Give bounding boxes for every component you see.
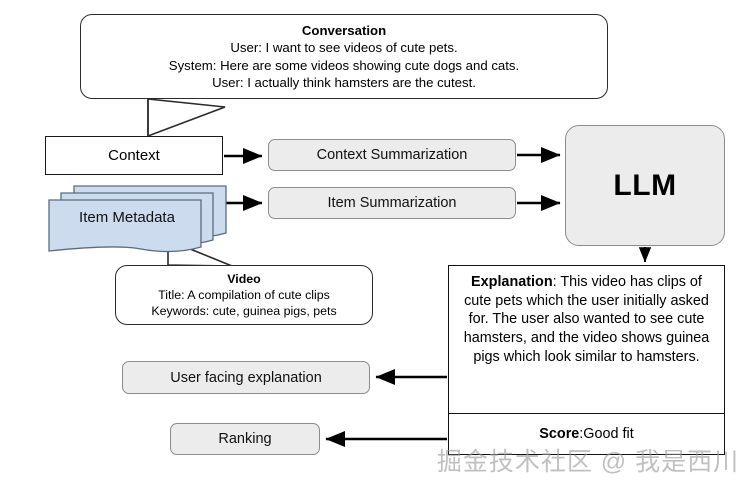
llm-node: LLM [565, 125, 725, 246]
conversation-line-2: System: Here are some videos showing cut… [168, 57, 520, 73]
video-title: Video [227, 271, 261, 286]
context-node: Context [45, 136, 223, 175]
item-metadata-node: Item Metadata [48, 185, 234, 253]
item-summarization-node: Item Summarization [268, 187, 516, 219]
llm-label: LLM [613, 168, 677, 202]
context-label: Context [108, 147, 160, 164]
context-summarization-label: Context Summarization [316, 147, 468, 163]
conversation-line-3: User: I actually think hamsters are the … [212, 74, 476, 90]
document-stack-icon [48, 185, 227, 253]
explanation-body: This video has clips of cute pets which … [463, 274, 710, 365]
explanation-label: Explanation [471, 274, 553, 290]
watermark-text: 掘金技术社区 @ 我是西川 [436, 448, 740, 476]
score-row: Score: Good fit [449, 414, 724, 454]
item-summarization-label: Item Summarization [327, 195, 457, 211]
item-metadata-label: Item Metadata [79, 209, 175, 226]
conversation-callout: Conversation User: I want to see videos … [80, 14, 608, 99]
explanation-separator: : [552, 274, 561, 290]
user-facing-explanation-label: User facing explanation [170, 369, 322, 386]
watermark: 掘金技术社区 @ 我是西川 [432, 443, 744, 477]
conversation-callout-tail [147, 98, 226, 138]
score-value: Good fit [583, 426, 634, 442]
ranking-node: Ranking [170, 423, 320, 455]
explanation-panel: Explanation: This video has clips of cut… [448, 265, 725, 455]
video-line-2: Keywords: cute, guinea pigs, pets [151, 304, 337, 319]
explanation-text: Explanation: This video has clips of cut… [449, 266, 724, 414]
video-callout: Video Title: A compilation of cute clips… [115, 265, 373, 325]
score-separator: : [579, 426, 584, 442]
score-label: Score [539, 426, 580, 442]
video-line-1: Title: A compilation of cute clips [158, 287, 330, 302]
ranking-label: Ranking [218, 431, 272, 447]
conversation-line-1: User: I want to see videos of cute pets. [230, 40, 458, 56]
conversation-title: Conversation [301, 23, 387, 39]
context-summarization-node: Context Summarization [268, 139, 516, 171]
user-facing-explanation-node: User facing explanation [122, 361, 370, 394]
